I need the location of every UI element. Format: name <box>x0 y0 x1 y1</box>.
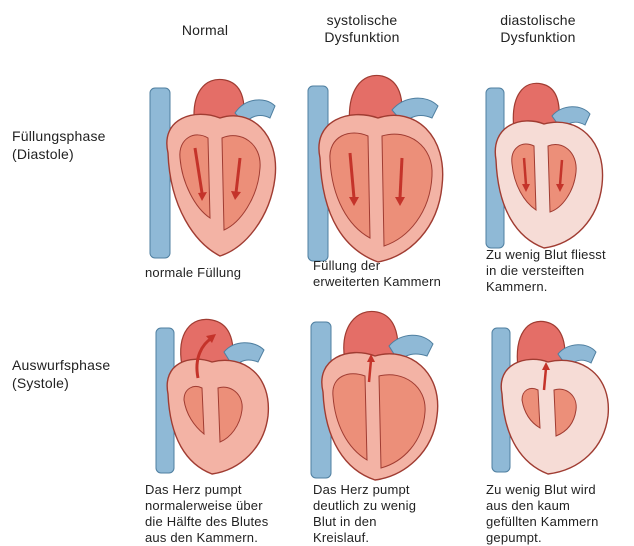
heart-normal-systole-illustration <box>150 308 280 476</box>
caption-line: gepumpt. <box>486 530 599 546</box>
row-header-line: (Diastole) <box>12 145 106 163</box>
row-header-line: (Systole) <box>12 374 110 392</box>
caption-line: Kreislauf. <box>313 530 416 546</box>
heart-normal-diastole-illustration <box>140 58 290 258</box>
heart-diastolic-dysfunction-diastole-illustration <box>482 60 612 250</box>
heart-diastolic-dysfunction-systole-illustration <box>488 310 618 475</box>
caption-line: Zu wenig Blut fliesst <box>486 247 606 263</box>
column-header-line: Dysfunktion <box>302 29 422 46</box>
column-header-line: systolische <box>302 12 422 29</box>
caption-line: aus den Kammern. <box>145 530 268 546</box>
caption-normal-diastole: normale Füllung <box>145 265 241 281</box>
caption-line: aus den kaum <box>486 498 599 514</box>
caption-normal-systole: Das Herz pumpt normalerweise über die Hä… <box>145 482 268 546</box>
row-header-ejection-phase: Auswurfsphase (Systole) <box>12 356 110 392</box>
caption-line: Kammern. <box>486 279 606 295</box>
caption-line: normalerweise über <box>145 498 268 514</box>
caption-line: erweiterten Kammern <box>313 274 441 290</box>
column-header-line: Normal <box>150 22 260 39</box>
row-header-line: Auswurfsphase <box>12 356 110 374</box>
caption-line: die Hälfte des Blutes <box>145 514 268 530</box>
column-header-systolic: systolische Dysfunktion <box>302 12 422 46</box>
heart-systolic-dysfunction-diastole-illustration <box>300 58 450 263</box>
caption-line: Füllung der <box>313 258 441 274</box>
caption-diastolic-diastole: Zu wenig Blut fliesst in die versteiften… <box>486 247 606 295</box>
row-header-line: Füllungsphase <box>12 127 106 145</box>
caption-line: gefüllten Kammern <box>486 514 599 530</box>
row-header-filling-phase: Füllungsphase (Diastole) <box>12 127 106 163</box>
caption-line: Blut in den <box>313 514 416 530</box>
column-header-diastolic: diastolische Dysfunktion <box>478 12 598 46</box>
caption-diastolic-systole: Zu wenig Blut wird aus den kaum gefüllte… <box>486 482 599 546</box>
column-header-line: diastolische <box>478 12 598 29</box>
caption-line: Das Herz pumpt <box>145 482 268 498</box>
caption-line: Zu wenig Blut wird <box>486 482 599 498</box>
caption-systolic-systole: Das Herz pumpt deutlich zu wenig Blut in… <box>313 482 416 546</box>
column-header-normal: Normal <box>150 22 260 39</box>
caption-line: Das Herz pumpt <box>313 482 416 498</box>
caption-line: in die versteiften <box>486 263 606 279</box>
caption-line: deutlich zu wenig <box>313 498 416 514</box>
column-header-line: Dysfunktion <box>478 29 598 46</box>
heart-systolic-dysfunction-systole-illustration <box>305 300 450 480</box>
caption-line: normale Füllung <box>145 265 241 281</box>
caption-systolic-diastole: Füllung der erweiterten Kammern <box>313 258 441 290</box>
